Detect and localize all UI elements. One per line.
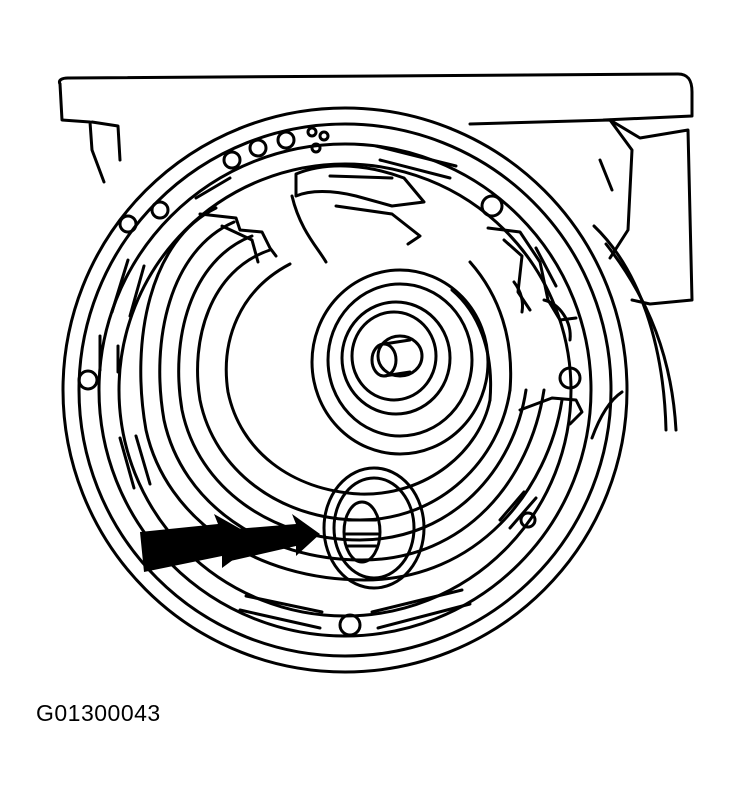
pump-body-outer — [63, 108, 627, 672]
indicator-arrows — [140, 514, 320, 572]
pump-gear-rings — [141, 208, 562, 580]
transmission-pump-diagram — [0, 0, 741, 690]
stator-support — [200, 166, 424, 262]
pump-seal — [324, 468, 424, 588]
transmission-case — [59, 74, 692, 438]
input-shaft-hub — [312, 270, 488, 454]
figure-id-label: G01300043 — [36, 700, 161, 726]
bolt-holes — [79, 128, 580, 635]
pump-bracket — [488, 228, 582, 424]
arrow-icon — [224, 514, 320, 562]
